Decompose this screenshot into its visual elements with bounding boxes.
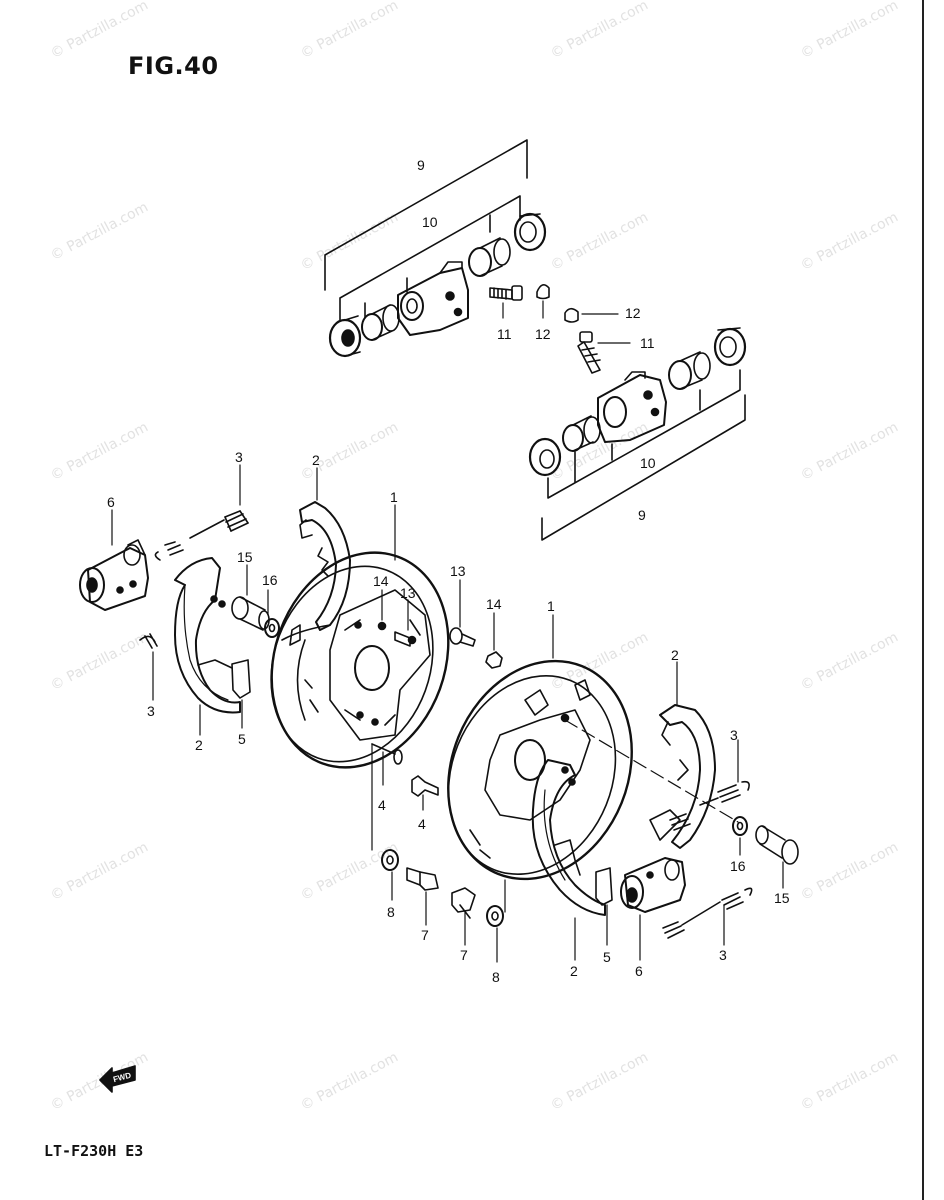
cam-bolt bbox=[755, 825, 799, 865]
brake-backing-plate bbox=[447, 659, 633, 881]
callout: 14 bbox=[373, 573, 389, 589]
direction-arrow-icon: FWD bbox=[99, 1065, 136, 1093]
bleeder-screw bbox=[489, 285, 523, 301]
callout: 15 bbox=[237, 549, 253, 565]
brake-shoe bbox=[281, 501, 351, 646]
wheel-cylinder bbox=[620, 857, 686, 913]
cup-seal bbox=[528, 437, 562, 477]
wheel-cylinder-assembly-lower bbox=[528, 307, 747, 541]
callout: 1 bbox=[547, 598, 555, 614]
callout: 10 bbox=[422, 214, 438, 230]
callout: 3 bbox=[730, 727, 738, 743]
bleeder-cap bbox=[564, 307, 579, 323]
callout: 11 bbox=[497, 326, 512, 342]
callout: 5 bbox=[238, 731, 246, 747]
callout: 13 bbox=[400, 585, 416, 601]
cam-shaft bbox=[371, 743, 403, 851]
figure-title: FIG.40 bbox=[128, 52, 219, 80]
return-spring bbox=[154, 510, 249, 561]
return-spring bbox=[669, 780, 750, 831]
callout: 6 bbox=[107, 494, 115, 510]
callout: 3 bbox=[147, 703, 155, 719]
brake-assembly-left bbox=[79, 464, 506, 963]
callout: 1 bbox=[390, 489, 398, 505]
wheel-cylinder-body bbox=[397, 261, 469, 336]
cup-seal bbox=[713, 327, 747, 367]
return-spring bbox=[139, 633, 158, 649]
callout: 2 bbox=[312, 452, 320, 468]
bolt bbox=[451, 887, 476, 919]
brake-backing-plate bbox=[270, 551, 450, 769]
model-code: LT-F230H E3 bbox=[44, 1142, 144, 1160]
washer bbox=[264, 618, 280, 638]
callout: 4 bbox=[378, 797, 386, 813]
bleeder-screw bbox=[577, 331, 601, 374]
callout: 4 bbox=[418, 816, 426, 832]
brake-shoe bbox=[531, 759, 606, 916]
washer bbox=[486, 905, 504, 927]
cup-seal bbox=[328, 315, 362, 358]
callout: 2 bbox=[671, 647, 679, 663]
callout: 11 bbox=[640, 335, 655, 351]
piston bbox=[562, 415, 601, 452]
wheel-cylinder-body bbox=[597, 371, 667, 443]
wheel-cylinder-assembly-upper bbox=[324, 139, 550, 358]
brake-shoe bbox=[174, 557, 241, 714]
callout: 8 bbox=[387, 904, 395, 920]
callout: 3 bbox=[235, 449, 243, 465]
cam-shaft bbox=[411, 775, 439, 811]
callout: 14 bbox=[486, 596, 502, 612]
callout: 15 bbox=[774, 890, 790, 906]
cam-bolt bbox=[231, 596, 270, 631]
callout: 6 bbox=[635, 963, 643, 979]
callout-numbers: 9 10 11 12 12 11 10 9 3 6 2 15 16 3 2 5 … bbox=[107, 157, 790, 985]
callout: 13 bbox=[450, 563, 466, 579]
callout: 3 bbox=[719, 947, 727, 963]
callout: 7 bbox=[421, 927, 429, 943]
callout: 5 bbox=[603, 949, 611, 965]
washer bbox=[381, 849, 399, 871]
brake-assembly-right bbox=[447, 614, 799, 961]
washer bbox=[732, 816, 748, 836]
shoe-hold-clip bbox=[595, 867, 613, 906]
scan-edge-border bbox=[922, 0, 944, 1200]
callout: 9 bbox=[417, 157, 425, 173]
shoe-hold-clip bbox=[231, 659, 251, 699]
callout: 8 bbox=[492, 969, 500, 985]
return-spring bbox=[662, 887, 753, 939]
callout: 16 bbox=[262, 572, 278, 588]
callout: 10 bbox=[640, 455, 656, 471]
bleeder-cap bbox=[536, 284, 550, 300]
callout: 12 bbox=[625, 305, 641, 321]
callout: 2 bbox=[570, 963, 578, 979]
cup-seal bbox=[513, 212, 547, 252]
bolt bbox=[449, 627, 476, 647]
nut bbox=[485, 651, 503, 669]
bolt bbox=[406, 867, 439, 891]
piston bbox=[468, 237, 511, 277]
callout: 9 bbox=[638, 507, 646, 523]
callout: 7 bbox=[460, 947, 468, 963]
callout: 12 bbox=[535, 326, 551, 342]
callout: 2 bbox=[195, 737, 203, 753]
piston bbox=[361, 304, 400, 341]
bolt bbox=[394, 631, 411, 647]
wheel-cylinder bbox=[79, 539, 149, 611]
brake-shoe bbox=[649, 704, 716, 849]
callout: 16 bbox=[730, 858, 746, 874]
piston bbox=[668, 351, 711, 390]
